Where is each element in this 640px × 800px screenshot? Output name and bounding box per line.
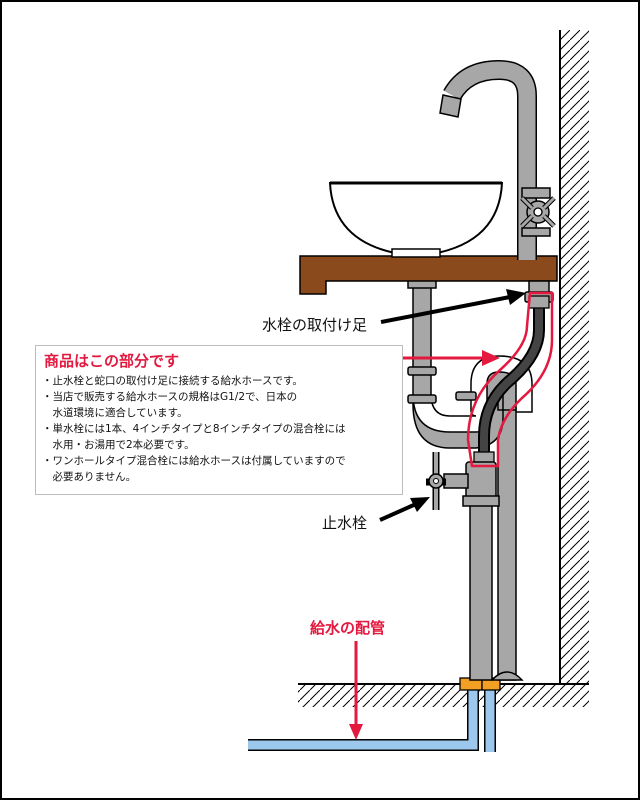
product-notes-list: ・止水栓と蛇口の取付け足に接続する給水ホースです。 ・当店で販売する給水ホースの… [42, 373, 346, 485]
mounting-foot-label: 水栓の取付け足 [262, 316, 368, 334]
arrow-to-supply-pipe [349, 641, 363, 740]
stop-valve-handle-icon [426, 452, 446, 510]
floor [298, 683, 589, 707]
arrow-to-mounting-foot [380, 289, 526, 324]
supply-pipe-label: 給水の配管 [310, 619, 386, 637]
basin-bowl [328, 181, 504, 258]
supply-pipe [248, 677, 501, 752]
faucet-handle-icon [520, 196, 556, 228]
note-item: ・単水栓には1本、4インチタイプと8インチタイプの混合栓には 水用・お湯用で2本… [42, 423, 346, 451]
product-highlight-outline [466, 291, 554, 468]
stop-valve-label: 止水栓 [322, 514, 368, 532]
stop-valve [426, 452, 500, 510]
faucet [439, 59, 556, 260]
drain-pipe-vertical [490, 407, 524, 681]
supply-riser [469, 499, 493, 681]
note-item: ・止水栓と蛇口の取付け足に接続する給水ホースです。 [42, 375, 303, 387]
counter [299, 255, 558, 295]
product-info-box: 商品はこの部分です ・止水栓と蛇口の取付け足に接続する給水ホースです。 ・当店で… [35, 345, 403, 495]
wall [559, 30, 589, 684]
arrow-to-stop-valve [379, 497, 430, 522]
product-part-label: 商品はこの部分です [44, 352, 180, 370]
note-item: ・ワンホールタイプ混合栓には給水ホースは付属していますので 必要ありません。 [42, 455, 346, 483]
note-item: ・当店で販売する給水ホースの規格はG1/2で、日本の 水道環境に適合しています。 [42, 391, 298, 419]
